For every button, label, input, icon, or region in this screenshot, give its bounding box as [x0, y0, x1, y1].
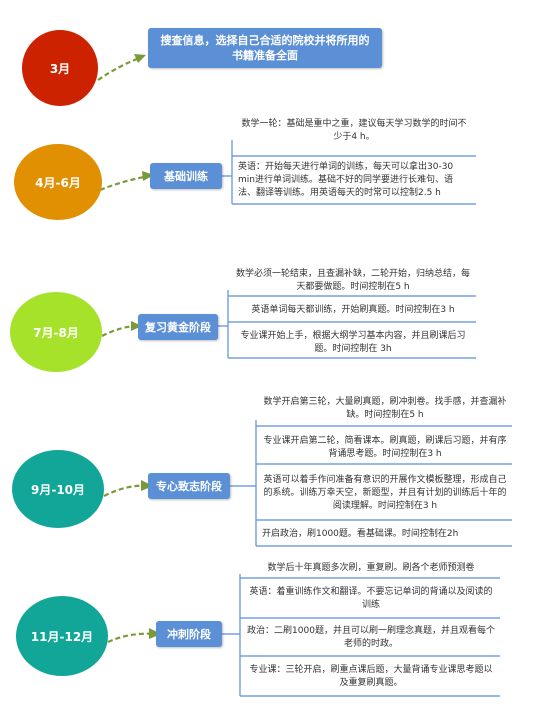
stage-box-2[interactable]: 基础训练: [150, 163, 222, 189]
arrowhead-3: [131, 321, 142, 331]
note-2-1: 数学一轮：基础是重中之重，建议每天学习数学的时间不少于4 h。: [241, 119, 467, 142]
stage-box-label: 冲刺阶段: [167, 628, 211, 641]
arrow-1: [97, 56, 141, 81]
note-5-4: 专业课：三轮开启，刷重点课后题，大量背诵专业课思考题以及重复刷真题。: [249, 665, 493, 688]
month-circle-3: 7月-8月: [10, 292, 102, 372]
stage-box-label: 复习黄金阶段: [145, 321, 211, 334]
month-circle-2: 4月-6月: [14, 144, 102, 220]
arrow-2: [99, 174, 151, 192]
stage-box-4[interactable]: 专心致志阶段: [148, 473, 230, 499]
note-4-2: 专业课开启第二轮，简看课本。刷真题，刷课后习题，并有序背诵思考题。时间控制在3 …: [263, 436, 507, 459]
month-circle-4: 9月-10月: [12, 450, 104, 528]
stage-box-label: 专心致志阶段: [156, 480, 222, 493]
note-2-2: 英语：开始每天进行单词的训练，每天可以拿出30-30 min进行单词训练。基础不…: [238, 162, 454, 198]
note-3-3: 专业课开始上手，根据大纲学习基本内容，并且刷课后习题。时间控制在 3h: [240, 331, 466, 354]
note-4-1: 数学开启第三轮，大量刷真题，刷冲刺卷。找手感，并查漏补缺。时间控制在5 h: [263, 397, 507, 420]
month-circle-1: 3月: [22, 30, 98, 106]
note-4-4: 开启政治，刷1000题。看基础课。时间控制在2h: [262, 529, 459, 539]
month-label: 7月-8月: [33, 325, 79, 340]
note-3-1: 数学必须一轮结束，且查漏补缺，二轮开始，归纳总结，每天都要做题。时间控制在5 h: [235, 269, 470, 292]
month-circle-5: 11月-12月: [16, 596, 108, 676]
arrowhead-5: [149, 628, 161, 639]
note-3-2: 英语单词每天都训练，开始刷真题。时间控制在3 h: [251, 305, 455, 315]
month-label: 9月-10月: [30, 482, 86, 497]
month-label: 4月-6月: [35, 175, 81, 190]
stage-box-3[interactable]: 复习黄金阶段: [138, 314, 218, 340]
month-label: 11月-12月: [30, 629, 94, 644]
stage-box-label: 基础训练: [164, 170, 208, 183]
stage-box-label: 搜查信息，选择自己合适的院校并将所用的书籍准备全面: [160, 34, 370, 62]
arrowhead-4: [141, 480, 153, 491]
arrowhead-2: [142, 171, 154, 181]
stage-box-5[interactable]: 冲刺阶段: [156, 621, 222, 647]
note-5-1: 数学后十年真题多次刷，重复刷。刷各个老师预测卷: [267, 563, 475, 573]
note-5-2: 英语：着重训练作文和翻译。不要忘记单词的背诵以及阅读的训练: [249, 587, 493, 610]
month-label: 3月: [49, 61, 71, 76]
arrow-5: [107, 632, 157, 644]
arrowhead-1: [134, 54, 146, 63]
note-5-3: 政治：二刷1000题，并且可以刷一刷理念真题，并且观看每个老师的时政。: [247, 626, 495, 649]
stage-box-1[interactable]: 搜查信息，选择自己合适的院校并将所用的书籍准备全面: [148, 28, 382, 68]
note-4-3: 英语可以着手作问准备有意识的开展作文模板整理，形成自己的系统。训练万幸天空，新题…: [263, 475, 507, 511]
